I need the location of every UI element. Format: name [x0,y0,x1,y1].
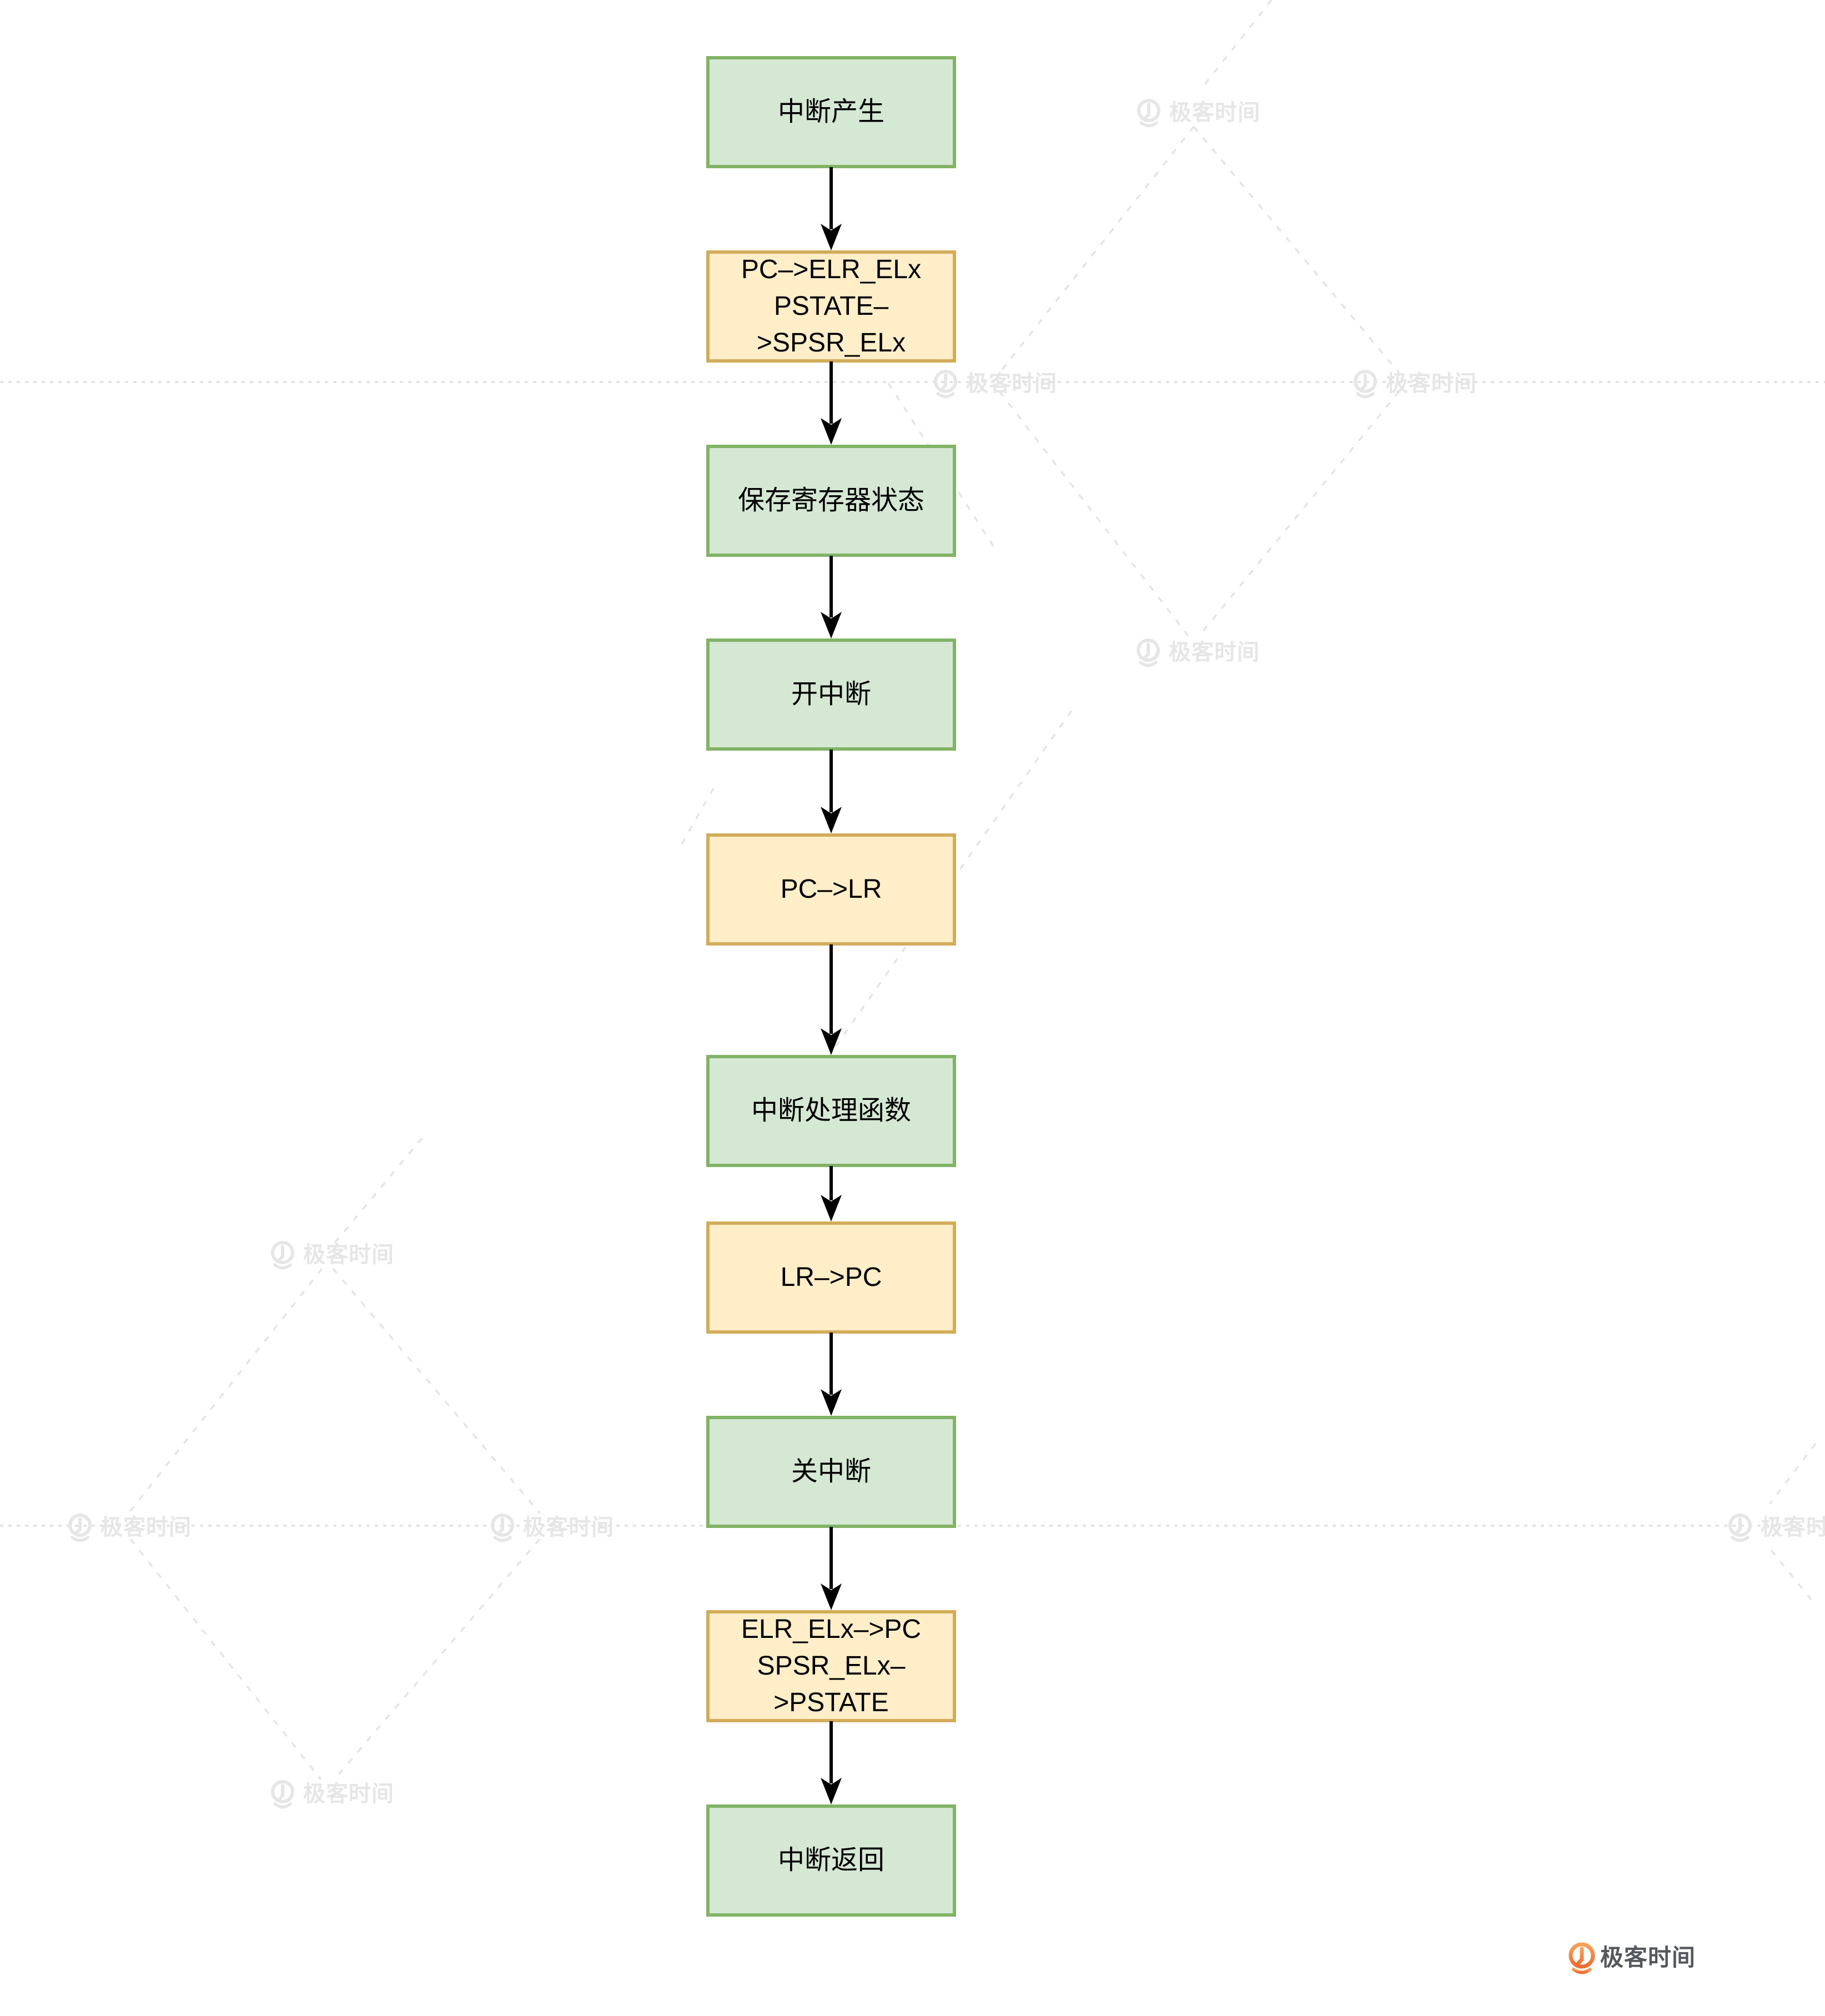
geektime-logo: 极客时间 [1568,1942,1696,1974]
geektime-logo-icon [271,1780,294,1809]
watermark-geektime: 极客时间 [1728,1514,1825,1542]
node-interrupt-handler: 中断处理函数 [706,1055,956,1167]
watermark-geektime: 极客时间 [271,1780,394,1809]
flow-arrow [821,1166,842,1221]
node-disable-interrupts: 关中断 [706,1416,956,1528]
node-lr-to-pc: LR–>PC [706,1221,956,1334]
flow-arrow [821,1527,842,1610]
watermark-geektime: 极客时间 [1137,99,1260,128]
flow-arrow [821,556,842,639]
node-save-pc-pstate: PC–>ELR_ELx PSTATE–>SPSR_ELx [706,250,956,363]
svg-text:极客时间: 极客时间 [966,371,1057,396]
svg-text:极客时间: 极客时间 [303,1243,394,1267]
node-interrupt-occurs: 中断产生 [706,56,956,168]
svg-text:极客时间: 极客时间 [1386,371,1477,396]
geektime-logo-icon [1137,639,1160,667]
watermark-geektime: 极客时间 [271,1241,394,1270]
flow-arrow [821,1721,842,1804]
node-restore-pc-pstate: ELR_ELx–>PC SPSR_ELx–>PSTATE [706,1610,956,1722]
svg-text:极客时间: 极客时间 [1169,100,1260,125]
svg-text:极客时间: 极客时间 [523,1515,614,1540]
flow-arrow [821,1333,842,1416]
watermark-diagonal-lines [128,0,1817,1781]
watermark-geektime: 极客时间 [1354,370,1477,399]
geektime-logo-icon [271,1241,294,1270]
flow-arrow [821,167,842,250]
watermark-geektime: 极客时间 [1137,639,1260,667]
node-save-registers: 保存寄存器状态 [706,445,956,557]
geektime-logo-icon [1137,99,1160,128]
flow-arrow [821,750,842,833]
svg-text:极客时间: 极客时间 [1761,1515,1825,1540]
footer-brand-text: 极客时间 [1600,1944,1696,1970]
node-interrupt-return: 中断返回 [706,1804,956,1917]
svg-text:极客时间: 极客时间 [1169,640,1260,665]
node-pc-to-lr: PC–>LR [706,833,956,946]
geektime-logo-icon [1354,370,1377,399]
svg-text:极客时间: 极客时间 [100,1515,192,1540]
geektime-logo-icon [68,1514,92,1542]
flow-arrow [821,944,842,1055]
node-enable-interrupts: 开中断 [706,639,956,751]
svg-text:极客时间: 极客时间 [303,1782,394,1806]
flow-arrow [821,361,842,445]
watermark-geektime: 极客时间 [491,1514,614,1542]
geektime-logo-icon [1568,1942,1595,1974]
geektime-logo-icon [934,370,957,399]
watermark-geektime: 极客时间 [934,370,1057,399]
geektime-logo-icon [491,1514,514,1542]
geektime-logo-icon [1728,1514,1752,1542]
watermark-geektime: 极客时间 [68,1514,192,1542]
